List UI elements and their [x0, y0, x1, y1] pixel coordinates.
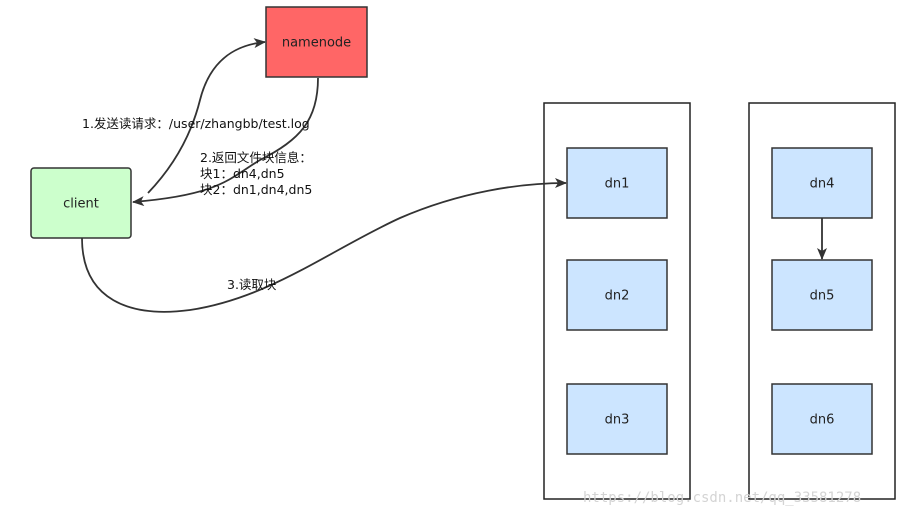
watermark-text: https://blog.csdn.net/qq_33581278 [583, 490, 861, 506]
edge-client-to-dn1 [81, 178, 567, 313]
dn6-label: dn6 [810, 413, 835, 428]
dn3-label: dn3 [605, 413, 630, 428]
datanode-dn3: dn3 [566, 383, 668, 455]
step2-label-line1: 2.返回文件块信息： [200, 150, 312, 165]
step2-label-line3: 块2：dn1,dn4,dn5 [200, 182, 312, 197]
step1-label: 1.发送读请求：/user/zhangbb/test.log [82, 116, 310, 131]
datanode-dn2: dn2 [566, 259, 668, 331]
dn1-label: dn1 [605, 177, 630, 192]
client-node: client [30, 167, 132, 239]
datanode-dn5: dn5 [771, 259, 873, 331]
datanode-dn6: dn6 [771, 383, 873, 455]
dn4-label: dn4 [810, 177, 835, 192]
client-label: client [63, 197, 99, 212]
namenode-node: namenode [265, 6, 368, 78]
step2-label-line2: 块1：dn4,dn5 [200, 166, 285, 181]
edge-namenode-to-client [132, 77, 319, 207]
edge-client-to-namenode [147, 38, 266, 194]
step3-label: 3.读取块 [227, 277, 277, 292]
namenode-label: namenode [282, 36, 351, 51]
dn2-label: dn2 [605, 289, 630, 304]
dn5-label: dn5 [810, 289, 835, 304]
datanode-dn1: dn1 [566, 147, 668, 219]
datanode-dn4: dn4 [771, 147, 873, 219]
